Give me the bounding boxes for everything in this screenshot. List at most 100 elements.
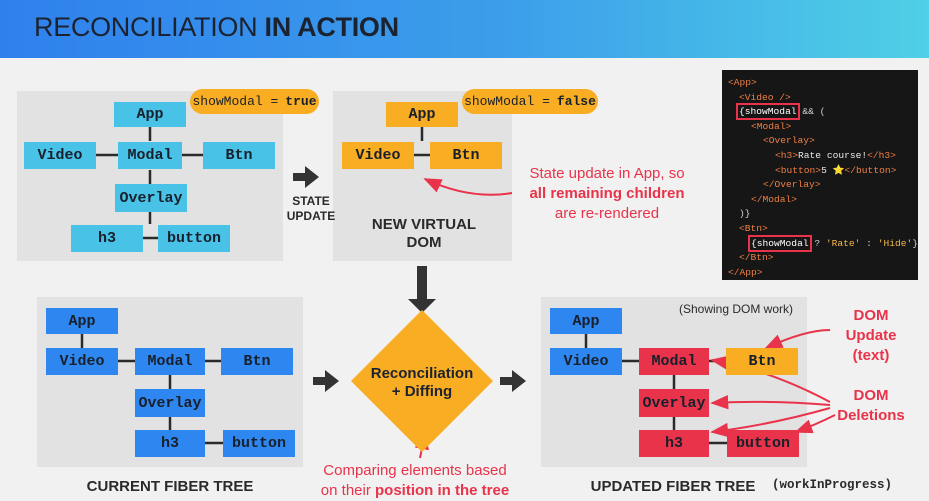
arrow-deletion-modal [710,355,831,403]
code-line-3: {showModal && ( [722,103,918,121]
code-line-10: )} [722,207,918,222]
show-modal-false-badge: showModal = false [462,89,598,114]
code-ternary-q: ? [808,237,826,249]
code-show-modal: showModal [756,237,809,249]
code-h3-close: </h3> [867,149,896,161]
code-modal-open: <Modal> [751,120,792,132]
caption-line1: NEW VIRTUAL [371,216,477,233]
code-line-1: <App> [722,76,918,91]
comparing-note: Comparing elements based on their positi… [305,461,525,501]
header-banner: RECONCILIATION IN ACTION [0,0,929,58]
badge-value: false [556,94,596,109]
original-tree-lines [95,126,204,240]
current-node-button: button [223,430,295,457]
badge-code: showModal = [192,94,279,109]
vdom-node-video: Video [342,142,414,169]
badge-value: true [285,94,317,109]
arrow-deletion-h3 [710,407,831,438]
state-update-line1: STATE [292,194,330,208]
code-overlay-open: <Overlay> [763,135,815,147]
updated-node-app: App [550,308,622,334]
code-video: <Video /> [739,91,791,103]
vdom-node-app: App [386,102,458,127]
vdom-node-btn: Btn [430,142,502,169]
updated-node-overlay: Overlay [639,389,709,417]
code-button-text: 5 ⭐ [821,164,845,176]
updated-node-modal: Modal [639,348,709,375]
current-fiber-tree-caption: CURRENT FIBER TREE [86,478,254,495]
note-line2: all remaining children [529,185,685,202]
original-node-video: Video [24,142,96,169]
reconciliation-diamond [351,310,493,452]
code-line-6: <h3>Rate course!</h3> [722,149,918,164]
note-line3: are re-rendered [554,205,660,222]
code-colon: : [860,237,878,249]
badge-code: showModal = [464,94,550,109]
current-tree-lines [80,334,223,445]
code-hide: 'Hide' [877,237,913,249]
original-node-btn: Btn [203,142,275,169]
original-node-app: App [114,102,186,127]
reconciliation-label: Reconciliation + Diffing [352,365,492,401]
code-line-12: {showModal ? 'Rate' : 'Hide'} [722,234,919,252]
original-node-button: button [158,225,230,252]
updated-node-btn: Btn [726,348,798,375]
showing-dom-work-note: (Showing DOM work) [678,302,794,316]
dom-update-line2: Update [845,327,897,344]
state-update-note: State update in App, so all remaining ch… [512,164,702,224]
comparing-line2-bold: position in the tree [375,482,510,499]
title-bold: IN ACTION [264,12,400,42]
code-app-open: <App> [728,77,757,88]
reconciliation-line2: + Diffing [391,383,453,400]
arrow-current-to-reconciliation [313,370,339,392]
code-line-13: </Btn> [722,251,918,266]
updated-fiber-tree-caption: UPDATED FIBER TREE [590,478,756,495]
state-update-label: STATE UPDATE [280,194,342,224]
arrow-state-note [423,178,513,196]
arrow-down-to-reconciliation [408,266,436,313]
arrow-reconciliation-to-updated [500,370,526,392]
code-button-open: <button> [775,164,822,176]
comparing-line1: Comparing elements based [323,462,507,479]
title-normal: RECONCILIATION [34,12,258,42]
current-node-modal: Modal [135,348,205,375]
reconciliation-line1: Reconciliation [370,365,474,382]
code-h3-open: <h3> [775,149,799,161]
current-node-overlay: Overlay [135,389,205,417]
code-line-8: </Overlay> [722,178,918,193]
caption-line2: DOM [406,234,442,251]
current-node-h3: h3 [135,430,205,457]
arrow-state-update [293,166,319,188]
code-line-5: <Overlay> [722,134,918,149]
dom-deletions-line2: Deletions [837,407,905,424]
code-line-2: <Video /> [722,91,918,106]
code-line-11: <Btn> [722,222,918,237]
original-node-h3: h3 [71,225,143,252]
updated-node-video: Video [550,348,622,375]
code-show-modal-highlight-1: {showModal [736,103,800,121]
note-line1: State update in App, so [529,165,685,182]
current-node-app: App [46,308,118,334]
show-modal-true-badge: showModal = true [190,89,319,114]
code-brace-close: } [912,237,919,249]
code-show-modal: showModal [744,106,797,118]
arrow-deletion-overlay [710,394,831,410]
code-btn-close: </Btn> [739,252,774,264]
code-modal-close: </Modal> [751,193,798,205]
current-node-btn: Btn [221,348,293,375]
code-show-modal-highlight-2: {showModal [748,234,812,252]
flow-arrows [293,166,526,392]
code-brace: { [739,106,745,118]
page-title: RECONCILIATION IN ACTION [34,12,399,43]
new-virtual-dom-caption: NEW VIRTUAL DOM [344,216,504,252]
code-h3-text: Rate course! [798,149,868,161]
work-in-progress-label: (workInProgress) [772,478,893,492]
jsx-code-panel: <App> <Video /> {showModal && ( <Modal> … [722,70,918,280]
arrow-dom-update [764,329,831,349]
comparing-line2-pre: on their [320,482,375,499]
dom-update-label: DOM Update (text) [826,306,916,366]
code-app-close: </App> [728,266,763,278]
dom-update-line3: (text) [852,347,890,364]
dom-deletions-label: DOM Deletions [826,386,916,426]
